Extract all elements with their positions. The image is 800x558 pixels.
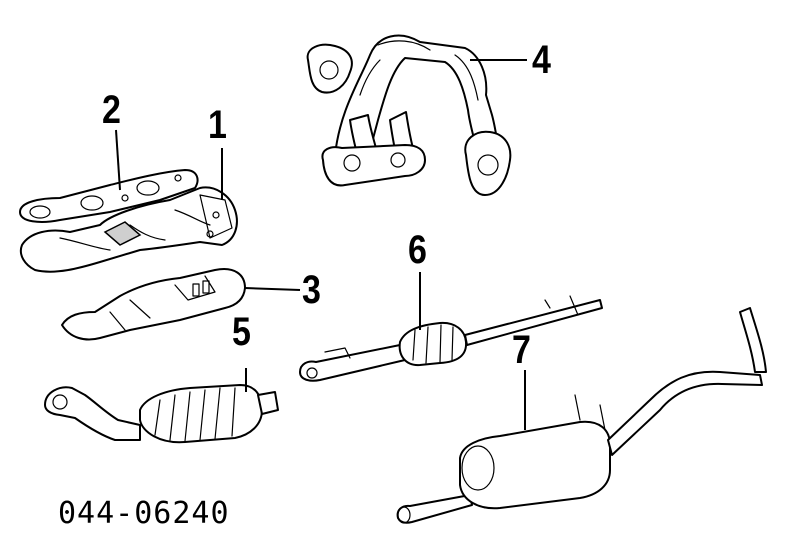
part-7-tailpipe-muffler — [396, 307, 767, 524]
leader-line-3 — [244, 287, 301, 291]
callout-6: 6 — [408, 228, 427, 272]
part-1-exhaust-manifold — [19, 186, 238, 273]
callout-2: 2 — [102, 88, 121, 132]
callout-5: 5 — [232, 310, 251, 354]
part-4-front-pipe — [306, 34, 512, 196]
part-2-gasket — [19, 169, 199, 223]
callout-1: 1 — [208, 103, 227, 147]
part-5-catalytic-converter — [44, 384, 279, 444]
callout-7: 7 — [512, 328, 531, 372]
leader-line-2 — [115, 129, 121, 191]
part-6-center-pipe — [299, 295, 603, 382]
callout-4: 4 — [532, 38, 551, 82]
catalog-number: 044-06240 — [58, 496, 230, 531]
part-3-heat-insulator — [61, 268, 246, 341]
callout-3: 3 — [302, 268, 321, 312]
